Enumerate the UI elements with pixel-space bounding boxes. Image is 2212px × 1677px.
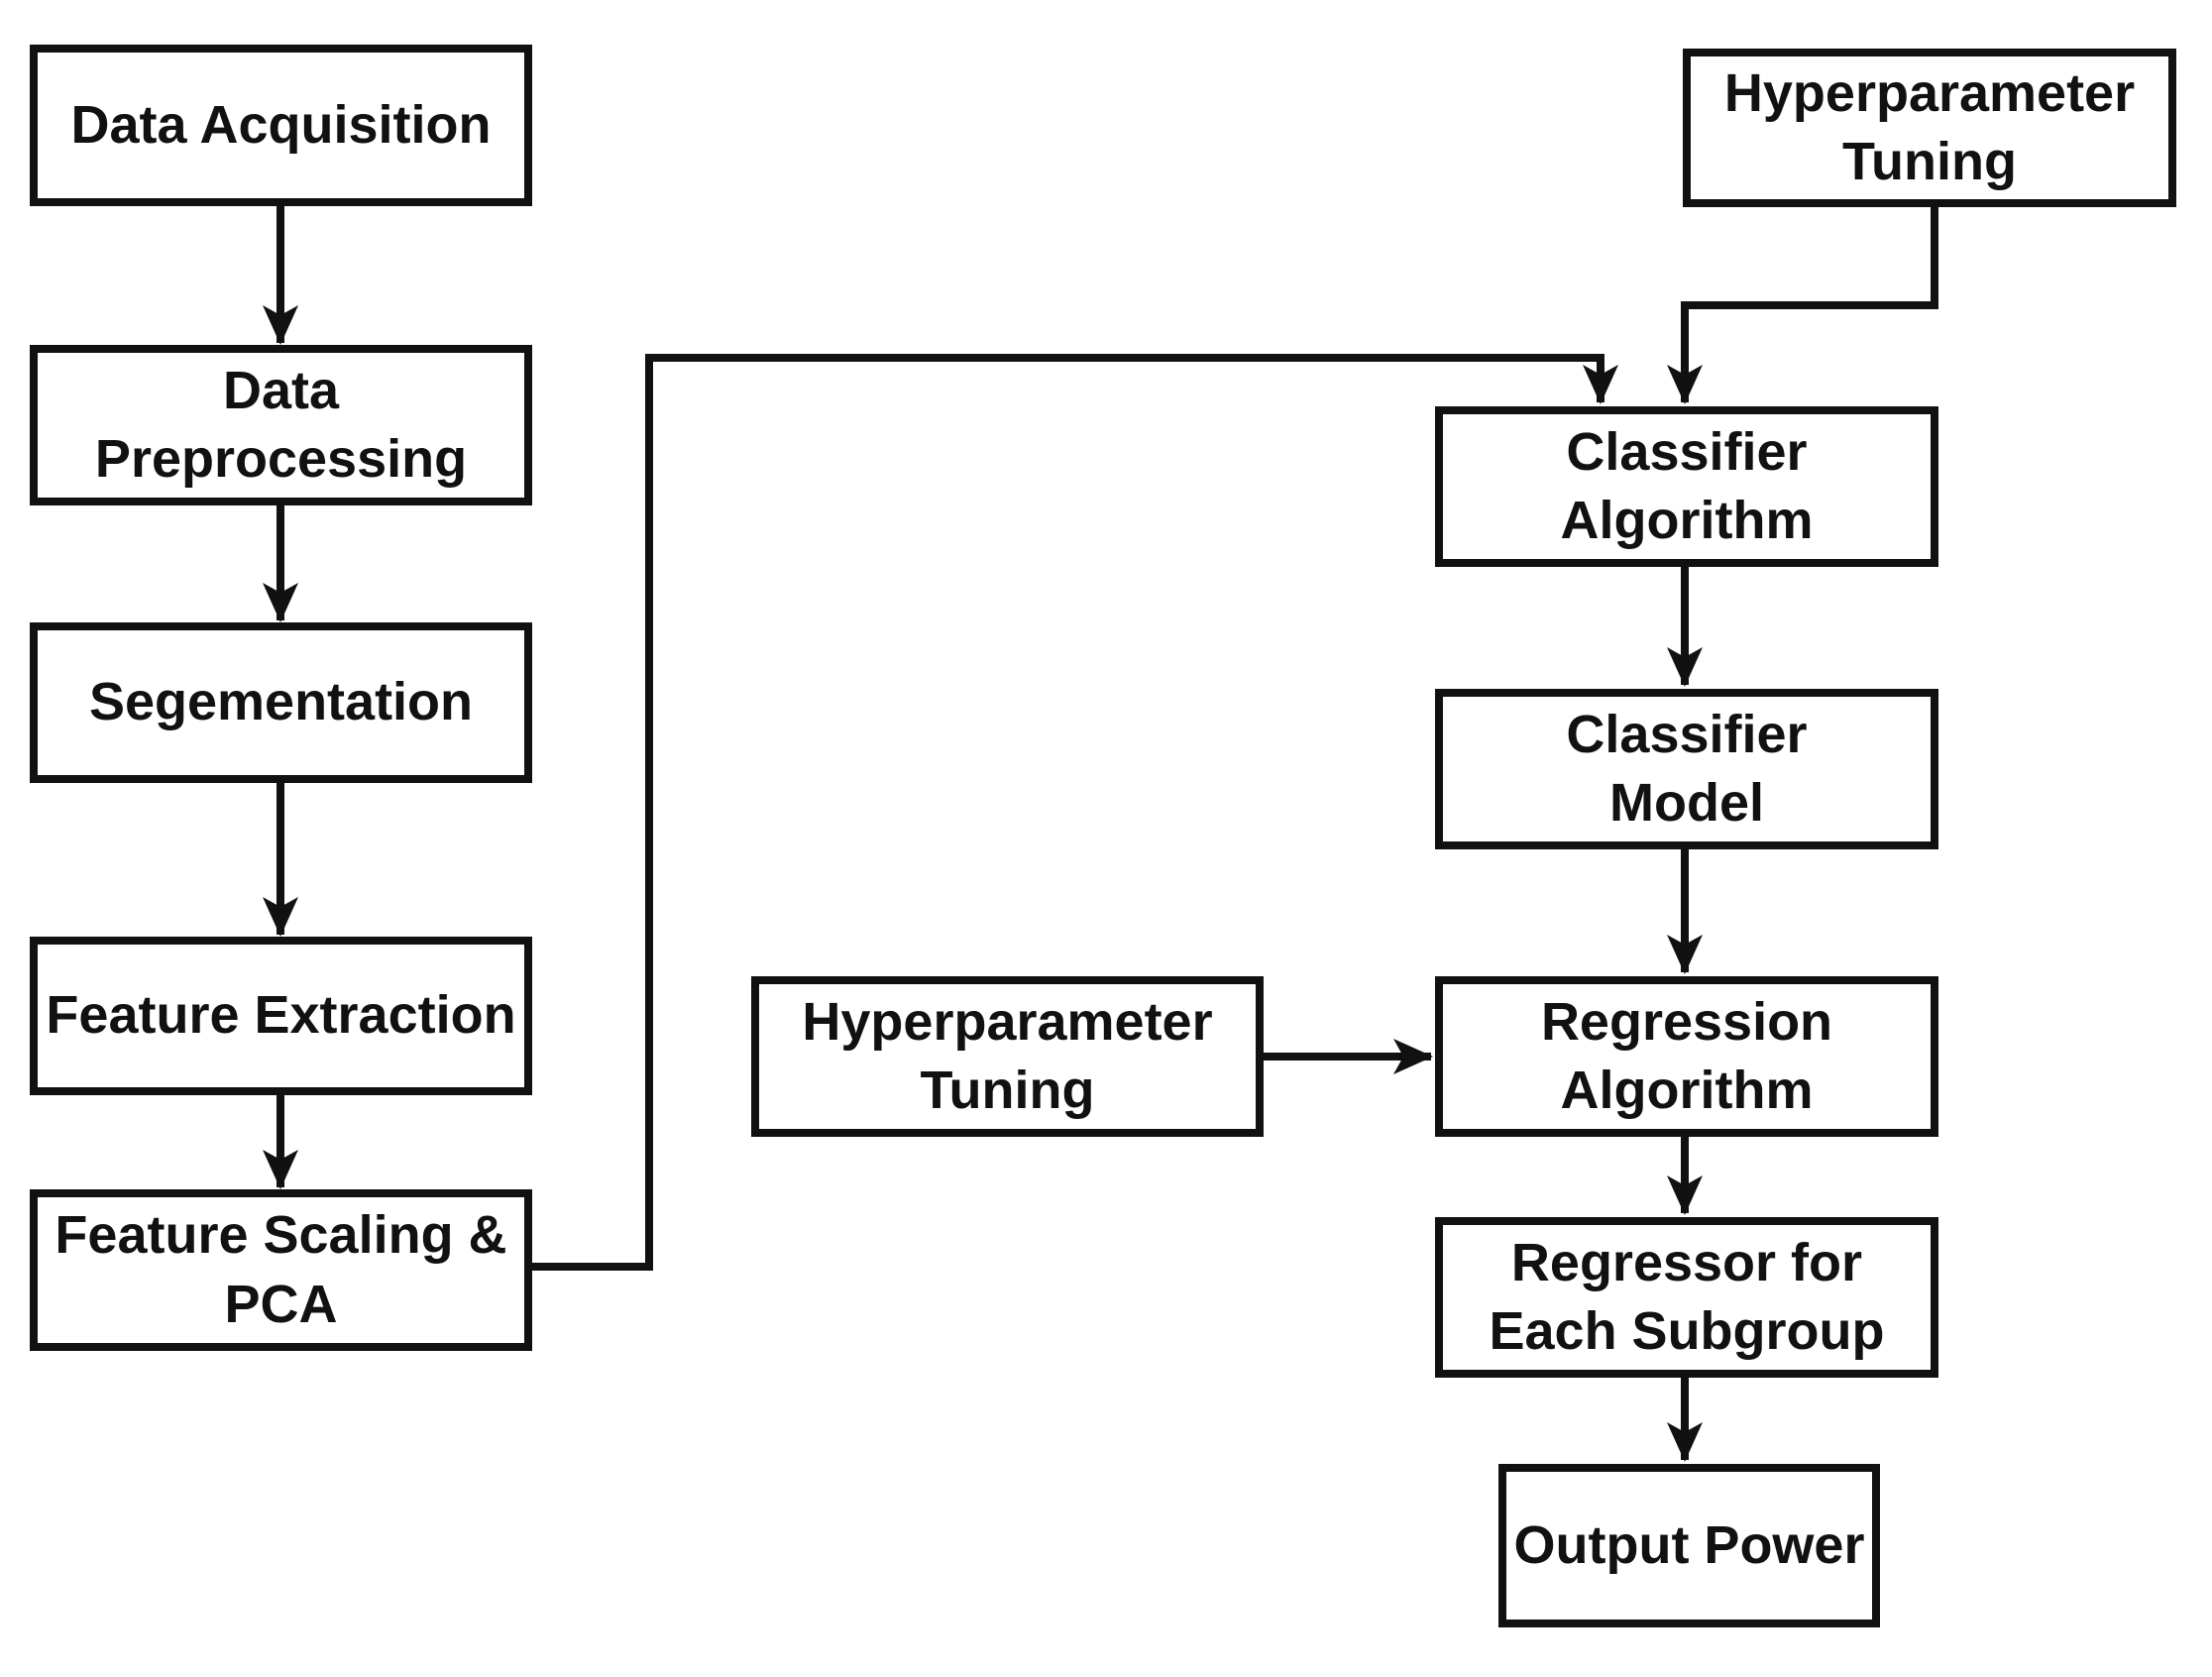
node-data-preprocessing: Data Preprocessing — [30, 345, 532, 505]
node-hyperparameter-tuning-top: Hyperparameter Tuning — [1683, 49, 2176, 207]
node-hyperparameter-tuning-mid: Hyperparameter Tuning — [751, 976, 1264, 1137]
node-output-power: Output Power — [1498, 1464, 1880, 1627]
node-segmentation: Segementation — [30, 622, 532, 783]
node-regressor-each-subgroup: Regressor for Each Subgroup — [1435, 1217, 1938, 1378]
node-data-acquisition: Data Acquisition — [30, 45, 532, 206]
node-classifier-algorithm: Classifier Algorithm — [1435, 406, 1938, 567]
node-feature-scaling-pca: Feature Scaling & PCA — [30, 1189, 532, 1351]
edge-feature-scaling-to-classifier-algorithm — [532, 354, 1618, 1271]
edge-hyperparameter-top-to-classifier-algorithm — [1667, 207, 1938, 404]
node-feature-extraction: Feature Extraction — [30, 937, 532, 1095]
node-regression-algorithm: Regression Algorithm — [1435, 976, 1938, 1137]
node-classifier-model: Classifier Model — [1435, 689, 1938, 849]
